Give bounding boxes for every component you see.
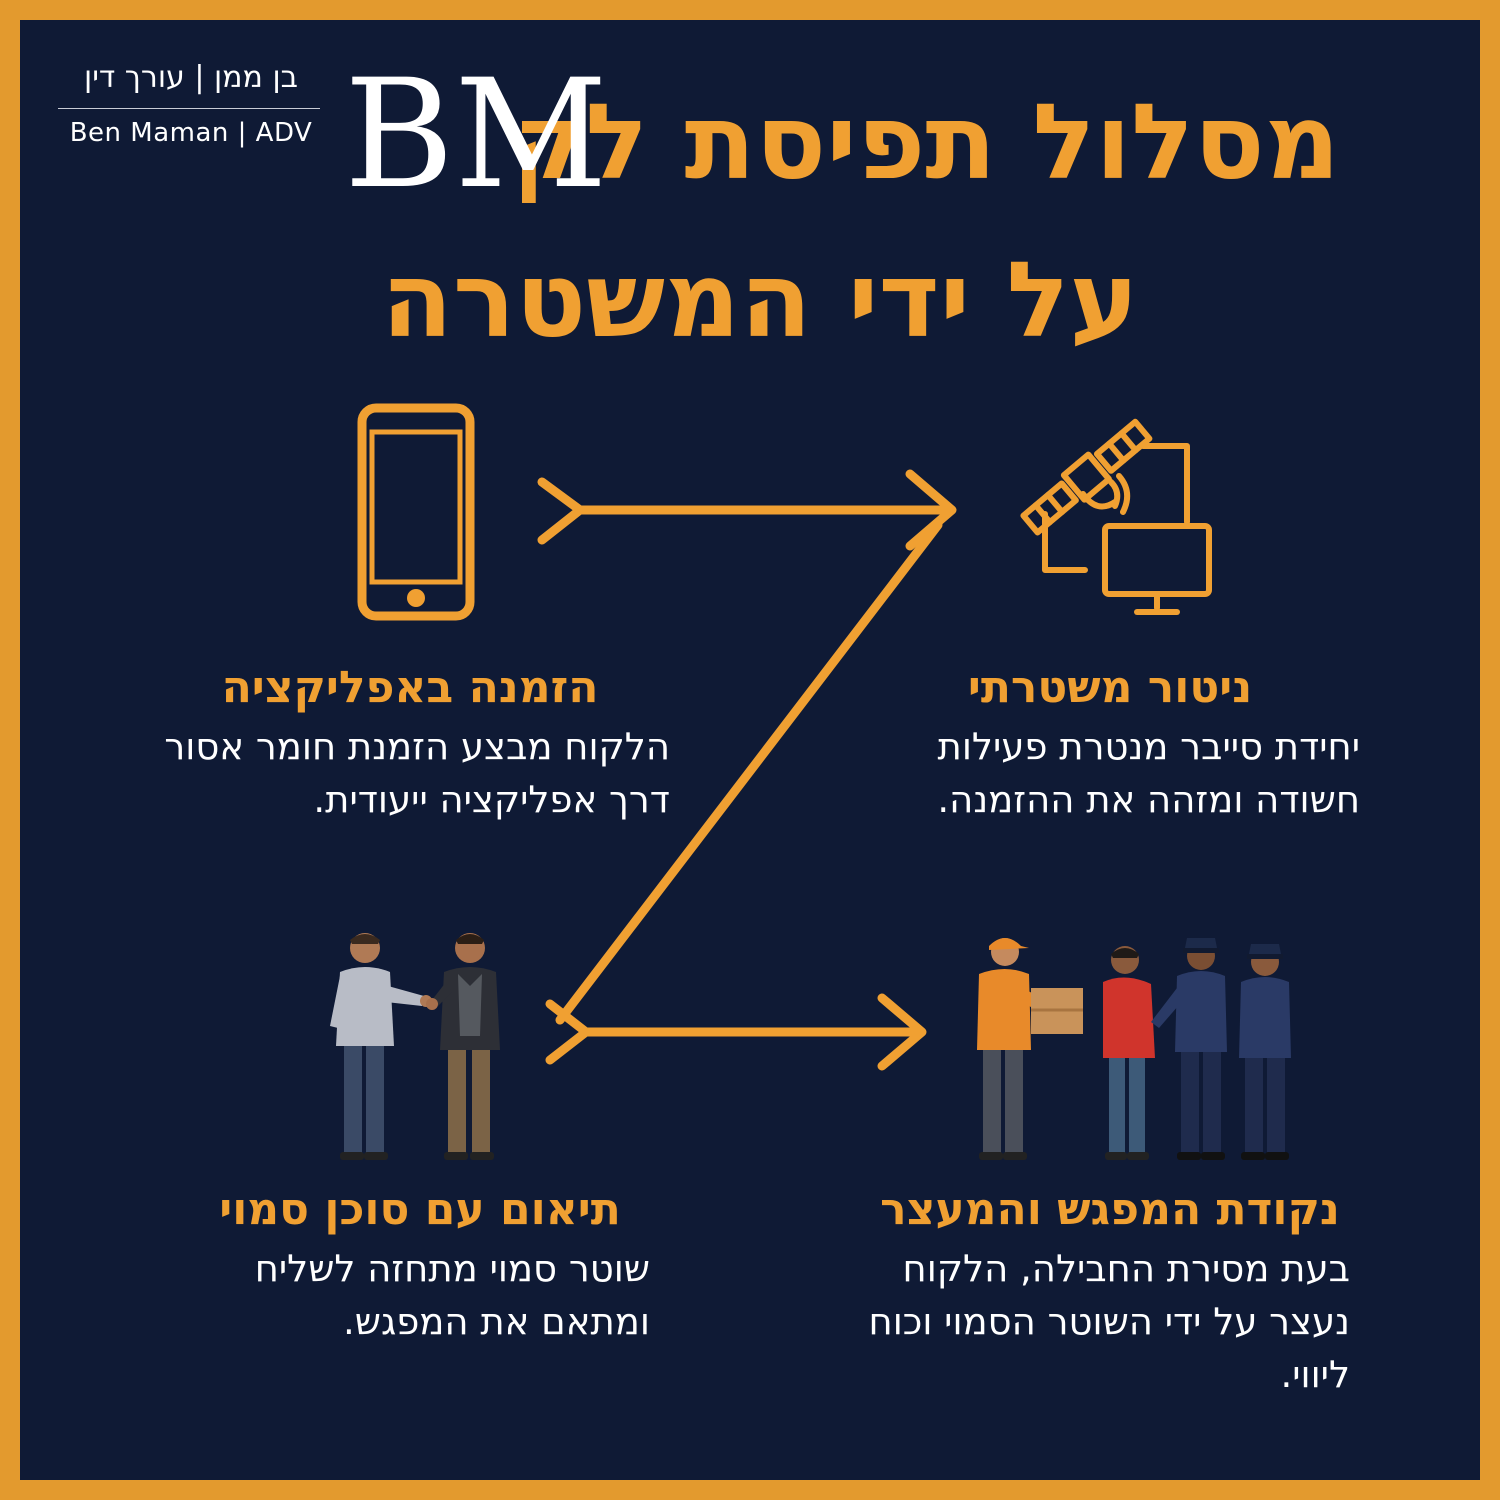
step-3-title: תיאום עם סוכן סמוי — [219, 1184, 621, 1235]
logo-hebrew-text: בן ממן | עורך דין — [84, 60, 298, 95]
client-figure — [1103, 946, 1155, 1160]
two-men-talking-illustration — [330, 933, 500, 1160]
step-2-description: יחידת סייבר מנטרת פעילות חשודה ומזהה את … — [937, 725, 1360, 821]
top-arrow-head — [905, 469, 957, 551]
courier-figure — [977, 938, 1083, 1160]
man-left-figure — [330, 933, 432, 1160]
flow-connectors — [537, 469, 957, 1071]
smartphone-icon — [357, 403, 475, 621]
satellite-monitor-icon — [1020, 418, 1212, 615]
infographic-frame: בן ממן | עורך דין Ben Maman | ADV מסלול … — [20, 20, 1480, 1480]
step-1-description: הלקוח מבצע הזמנת חומר אסור דרך אפליקציה … — [164, 725, 670, 821]
diagonal-line — [555, 520, 943, 1025]
bottom-arrow-head — [877, 993, 927, 1071]
step-1-title: הזמנה באפליקציה — [221, 662, 599, 713]
title-line-2: על ידי המשטרה — [381, 239, 1139, 361]
logo-divider — [58, 108, 320, 109]
bottom-arrow-tail — [545, 999, 591, 1065]
title-line-1: מסלול תפיסת לקוח — [401, 81, 1340, 203]
arrest-scene-illustration — [977, 938, 1291, 1160]
police-officer-2-figure — [1239, 944, 1291, 1160]
police-officer-1-figure — [1151, 938, 1227, 1160]
step-4-title: נקודת המפגש והמעצר — [880, 1184, 1340, 1235]
logo-english-text: Ben Maman | ADV — [69, 118, 313, 148]
top-arrow-tail — [537, 477, 585, 545]
logo-monogram-b: BM — [344, 48, 608, 222]
logo-monogram-icon: BM — [342, 46, 608, 222]
step-3-description: שוטר סמוי מתחזה לשליח ומתאם את המפגש. — [254, 1247, 650, 1343]
step-4-description: בעת מסירת החבילה, הלקוח נעצר על ידי השוט… — [868, 1247, 1350, 1396]
step-2-title: ניטור משטרתי — [967, 662, 1253, 713]
man-right-figure — [426, 933, 500, 1160]
